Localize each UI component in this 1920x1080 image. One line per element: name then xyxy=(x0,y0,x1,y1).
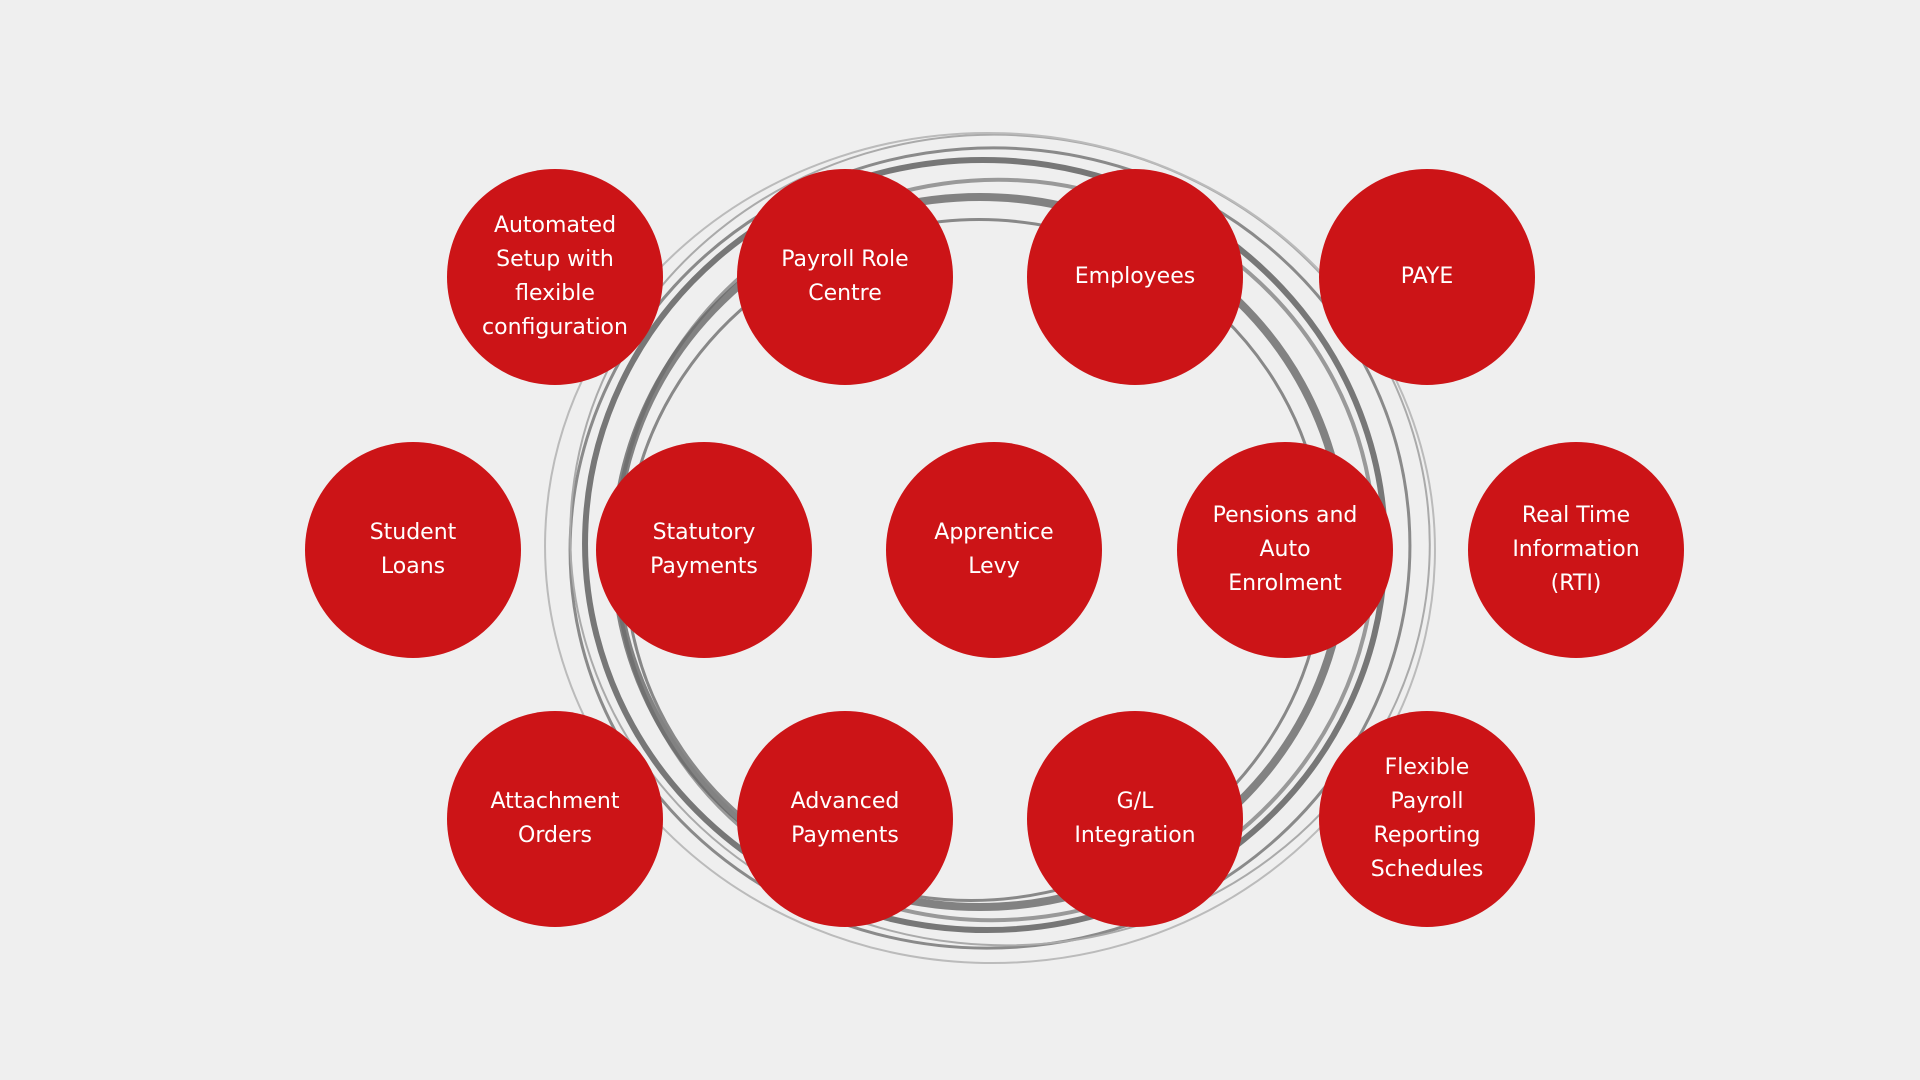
node-pensions: Pensions and Auto Enrolment xyxy=(1177,442,1393,658)
node-attachment-orders: Attachment Orders xyxy=(447,711,663,927)
node-advanced-payments: Advanced Payments xyxy=(737,711,953,927)
node-gl-integration: G/L Integration xyxy=(1027,711,1243,927)
node-payroll-role-centre: Payroll Role Centre xyxy=(737,169,953,385)
node-paye: PAYE xyxy=(1319,169,1535,385)
node-apprentice-levy: Apprentice Levy xyxy=(886,442,1102,658)
node-rti: Real Time Information (RTI) xyxy=(1468,442,1684,658)
node-automated-setup: Automated Setup with flexible configurat… xyxy=(447,169,663,385)
node-statutory-payments: Statutory Payments xyxy=(596,442,812,658)
node-employees: Employees xyxy=(1027,169,1243,385)
node-student-loans: Student Loans xyxy=(305,442,521,658)
node-reporting-schedules: Flexible Payroll Reporting Schedules xyxy=(1319,711,1535,927)
